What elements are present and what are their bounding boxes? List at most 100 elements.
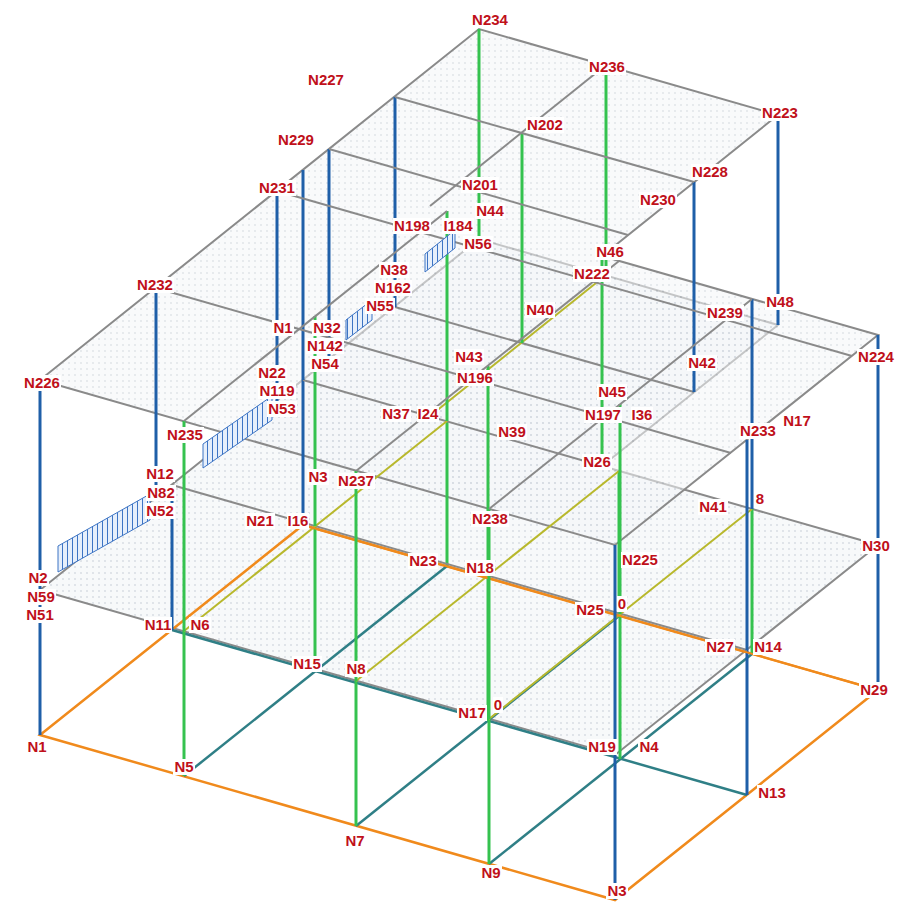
- node-label: N224: [857, 349, 895, 366]
- node-label: N14: [753, 639, 783, 656]
- load-hatch: [58, 494, 150, 572]
- column: [746, 440, 749, 650]
- ground-beam: [172, 630, 747, 795]
- roof-beam: [184, 211, 447, 421]
- floor-beam: [430, 275, 606, 416]
- node-label: 0: [617, 596, 627, 613]
- column: [446, 421, 449, 566]
- node-label: N9: [480, 865, 501, 882]
- column: [751, 509, 754, 654]
- node-label: N18: [465, 560, 495, 577]
- node-label: N6: [189, 617, 210, 634]
- node-label: N232: [136, 277, 174, 294]
- node-label: N1: [26, 739, 47, 756]
- node-label: N236: [588, 59, 626, 76]
- column: [746, 650, 749, 795]
- column: [302, 380, 305, 525]
- node-label: N229: [277, 132, 315, 149]
- column: [314, 526, 317, 671]
- node-label: N4: [638, 739, 659, 756]
- node-label: N43: [454, 349, 484, 366]
- node-label: N46: [595, 244, 625, 261]
- node-label: N7: [344, 833, 365, 850]
- column: [521, 133, 524, 343]
- roof-beam: [489, 299, 752, 509]
- node-label: N2: [27, 570, 48, 587]
- node-label: N48: [765, 294, 795, 311]
- node-label: N53: [267, 401, 297, 418]
- roof-beams: [156, 65, 852, 509]
- column: [183, 421, 186, 631]
- node-label: I184: [442, 218, 473, 235]
- node-label: 8: [755, 491, 765, 508]
- node-label: N238: [471, 511, 509, 528]
- node-label: N198: [393, 218, 431, 235]
- upper-columns: [40, 29, 878, 755]
- node-label: N40: [525, 302, 555, 319]
- node-label: N37: [381, 406, 411, 423]
- column: [183, 631, 186, 776]
- node-label: N19: [587, 739, 617, 756]
- node-label: N56: [463, 236, 493, 253]
- node-label: N39: [497, 424, 527, 441]
- floor-beam: [303, 525, 878, 690]
- column: [614, 545, 617, 755]
- node-label: N223: [761, 105, 799, 122]
- node-label: N226: [23, 375, 61, 392]
- node-label: N3: [606, 883, 627, 900]
- node-label: N25: [575, 602, 605, 619]
- roof-slab: [40, 29, 878, 545]
- column: [302, 170, 305, 380]
- node-label: N3: [307, 469, 328, 486]
- node-label: N228: [691, 164, 729, 181]
- column: [601, 256, 604, 466]
- node-label: N234: [471, 12, 509, 29]
- node-label: N26: [582, 454, 612, 471]
- roof-beam: [329, 149, 628, 235]
- node-label: N227: [307, 72, 345, 89]
- column: [877, 335, 880, 545]
- column: [487, 366, 490, 576]
- node-label: N231: [258, 180, 296, 197]
- load-hatch: [425, 230, 455, 272]
- column: [614, 755, 617, 900]
- node-label: N225: [621, 552, 659, 569]
- roof-beam: [430, 65, 606, 206]
- node-label: 0: [493, 697, 503, 714]
- node-label: N59: [26, 589, 56, 606]
- roof-beam: [395, 97, 694, 182]
- node-label: N15: [292, 656, 322, 673]
- node-label: N32: [312, 320, 342, 337]
- column: [877, 545, 880, 690]
- node-label: N235: [166, 427, 204, 444]
- node-label: N142: [306, 338, 344, 355]
- node-label: I36: [631, 407, 654, 424]
- node-label: N51: [25, 607, 55, 624]
- node-label: N42: [687, 355, 717, 372]
- node-label: N202: [526, 117, 564, 134]
- node-label: N13: [757, 785, 787, 802]
- node-label: N239: [706, 305, 744, 322]
- column: [39, 380, 42, 590]
- node-label: N41: [698, 499, 728, 516]
- node-label: N233: [739, 423, 777, 440]
- node-label: N5: [173, 759, 194, 776]
- node-label: N82: [146, 485, 176, 502]
- column: [619, 614, 622, 759]
- node-label: N29: [859, 682, 889, 699]
- node-label: N38: [379, 262, 409, 279]
- node-label: I16: [287, 513, 310, 530]
- node-label: N23: [408, 553, 438, 570]
- node-label: N201: [461, 177, 499, 194]
- load-hatches: [58, 230, 455, 572]
- node-label: N11: [144, 617, 173, 634]
- column: [355, 681, 358, 826]
- node-label: N12: [145, 466, 175, 483]
- node-label: N196: [456, 370, 494, 387]
- node-label: N21: [245, 513, 275, 530]
- node-label: N230: [639, 192, 677, 209]
- node-label: N119: [258, 383, 295, 400]
